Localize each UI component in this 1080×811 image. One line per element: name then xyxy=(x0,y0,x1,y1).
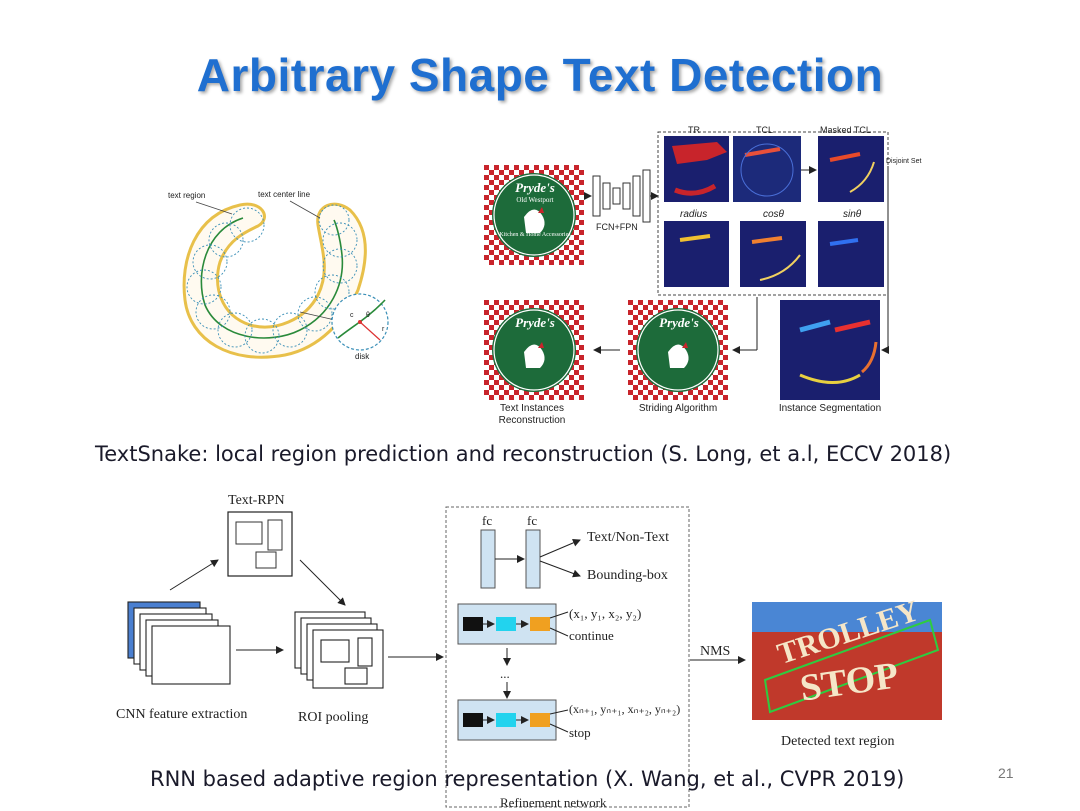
rnn-caption: RNN based adaptive region representation… xyxy=(150,767,904,791)
c-label: c xyxy=(350,312,354,319)
tcl-map xyxy=(733,136,801,202)
disjoint-set-label: Disjoint Set xyxy=(886,158,921,165)
cos-label: cosθ xyxy=(763,209,784,220)
sin-label: sinθ xyxy=(843,209,861,220)
sin-map xyxy=(818,221,884,287)
tr-label: TR xyxy=(688,125,700,135)
sign-text-3: Pryde's xyxy=(505,315,565,331)
page-number: 21 xyxy=(998,765,1014,781)
sign-subtext-2: Kitchen & Home Accessories xyxy=(496,232,574,238)
textsnake-caption: TextSnake: local region prediction and r… xyxy=(95,442,951,466)
sign-text-2: Pryde's xyxy=(649,315,709,331)
continue-label: continue xyxy=(569,628,614,644)
fcn-label: FCN+FPN xyxy=(596,222,638,232)
text-center-line-label: text center line xyxy=(258,190,310,199)
stop-label: stop xyxy=(569,725,591,741)
sign-subtext: Old Westport xyxy=(500,196,570,204)
reconstruction-label: Reconstruction xyxy=(482,415,582,426)
output1-label: (x₁, y₁, x₂, y₂) xyxy=(569,606,641,622)
text-nontext-label: Text/Non-Text xyxy=(587,530,669,546)
output2-label: (xₙ₊₁, yₙ₊₁, xₙ₊₂, yₙ₊₂) xyxy=(569,702,680,717)
tcl-label: TCL xyxy=(756,125,773,135)
disk-label: disk xyxy=(355,352,369,361)
textsnake-diagram xyxy=(184,201,388,357)
radius-label: radius xyxy=(680,209,707,220)
fc1-label: fc xyxy=(482,513,492,529)
text-region-label: text region xyxy=(168,191,205,200)
instance-seg-label: Instance Segmentation xyxy=(765,403,895,414)
instance-segmentation-map xyxy=(780,300,880,400)
theta-label: θ xyxy=(366,312,370,319)
roi-feature-stack xyxy=(295,612,383,688)
text-instances-label: Text Instances xyxy=(482,403,582,414)
bbox-label: Bounding-box xyxy=(587,568,668,584)
textsnake-pipeline xyxy=(484,132,888,400)
fcn-fpn-block xyxy=(593,170,650,222)
cnn-feature-stack xyxy=(128,602,230,684)
nms-label: NMS xyxy=(700,644,730,660)
text-rpn-label: Text-RPN xyxy=(228,493,285,509)
roi-label: ROI pooling xyxy=(298,710,368,726)
refinement-label: Refinement network xyxy=(500,795,607,811)
dots-label: ... xyxy=(500,666,510,682)
radius-map xyxy=(664,221,729,287)
detected-label: Detected text region xyxy=(781,734,895,750)
sign-text: Pryde's xyxy=(505,180,565,196)
striding-label: Striding Algorithm xyxy=(628,403,728,414)
masked-tcl-label: Masked TCL xyxy=(820,125,871,135)
r-label: r xyxy=(382,326,384,333)
cnn-label: CNN feature extraction xyxy=(116,707,247,723)
fc2-label: fc xyxy=(527,513,537,529)
